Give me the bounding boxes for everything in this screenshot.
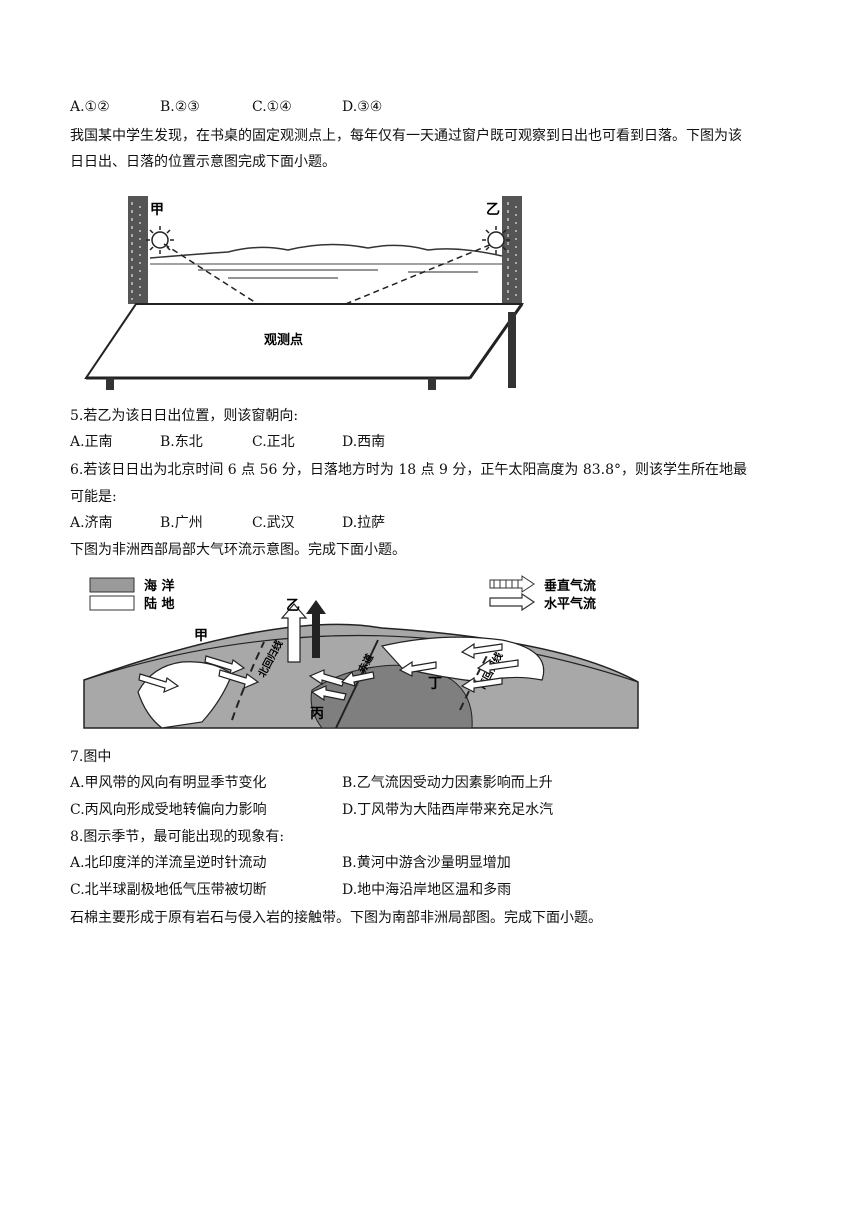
label-observation-point: 观测点: [264, 332, 303, 348]
q6-option-a: A.济南: [70, 515, 113, 531]
q8-options-row-1: A.北印度洋的洋流呈逆时针流动 B.黄河中游含沙量明显增加: [70, 853, 511, 873]
q4-option-b: B.②③: [160, 99, 200, 115]
q4-options: A.①② B.②③ C.①④ D.③④: [70, 97, 382, 117]
q7-options-row-2: C.丙风向形成受地转偏向力影响 D.丁风带为大陆西岸带来充足水汽: [70, 800, 553, 820]
legend-vertical-label: 垂直气流: [544, 578, 596, 594]
q7-stem: 7.图中: [70, 749, 112, 765]
q8-option-b: B.黄河中游含沙量明显增加: [342, 855, 511, 871]
label-yi-airflow: 乙: [286, 598, 300, 614]
legend-land-label: 陆 地: [144, 596, 175, 612]
left-window-frame: [128, 196, 148, 304]
sun-yi-icon: [482, 226, 510, 254]
legend-land-swatch: [89, 595, 135, 611]
q8-option-a: A.北印度洋的洋流呈逆时针流动: [70, 855, 267, 871]
mountain-outline: [149, 243, 503, 259]
q7-option-c: C.丙风向形成受地转偏向力影响: [70, 802, 267, 818]
q6-option-d: D.拉萨: [342, 515, 386, 531]
right-window-frame: [502, 196, 522, 304]
legend-horizontal-label: 水平气流: [544, 596, 596, 612]
q6-option-b: B.广州: [160, 515, 203, 531]
q8-option-c: C.北半球副极地低气压带被切断: [70, 882, 267, 898]
label-jia-wind-belt: 甲: [194, 628, 208, 644]
q7-option-b: B.乙气流因受动力因素影响而上升: [342, 775, 553, 791]
q8-options-row-2: C.北半球副极地低气压带被切断 D.地中海沿岸地区温和多雨: [70, 880, 511, 900]
q7-option-d: D.丁风带为大陆西岸带来充足水汽: [342, 802, 554, 818]
q5-option-a: A.正南: [70, 434, 113, 450]
q5-option-c: C.正北: [252, 434, 295, 450]
q7-option-a: A.甲风带的风向有明显季节变化: [70, 775, 267, 791]
rising-air-arrows: [280, 600, 326, 663]
sun-jia-icon: [146, 226, 174, 254]
q7-options-row-1: A.甲风带的风向有明显季节变化 B.乙气流因受动力因素影响而上升: [70, 773, 553, 793]
intro-paragraph-1-line-2: 日日出、日落的位置示意图完成下面小题。: [70, 154, 336, 170]
q6-options: A.济南 B.广州 C.武汉 D.拉萨: [70, 513, 385, 533]
legend-ocean-label: 海 洋: [144, 578, 175, 594]
label-ding: 丁: [428, 676, 442, 692]
legend-ocean-swatch: [89, 577, 135, 593]
intro-paragraph-3: 石棉主要形成于原有岩石与侵入岩的接触带。下图为南部非洲局部图。完成下面小题。: [70, 910, 602, 926]
q4-option-d: D.③④: [342, 99, 383, 115]
q8-option-d: D.地中海沿岸地区温和多雨: [342, 882, 512, 898]
q6-stem-line-1: 6.若该日日出为北京时间 6 点 56 分，日落地方时为 18 点 9 分，正午…: [70, 462, 748, 478]
sunrise-sunset-figure: 甲 乙 观测点: [78, 192, 538, 392]
intro-paragraph-1-line-1: 我国某中学生发现，在书桌的固定观测点上，每年仅有一天通过窗户既可观察到日出也可看…: [70, 128, 742, 144]
atmospheric-circulation-figure: 海 洋 陆 地 垂直气流 水平气流 北回归线 赤道 南回归线 乙: [82, 570, 642, 732]
q5-option-d: D.西南: [342, 434, 386, 450]
horizontal-airflow-arrows: [138, 642, 519, 702]
q6-option-c: C.武汉: [252, 515, 295, 531]
q4-option-a: A.①②: [70, 99, 110, 115]
label-yi: 乙: [486, 202, 500, 218]
equator-line: [335, 639, 379, 729]
label-bing: 丙: [310, 706, 324, 722]
q8-stem: 8.图示季节，最可能出现的现象有:: [70, 829, 285, 845]
label-jia: 甲: [150, 202, 164, 218]
q4-option-c: C.①④: [252, 99, 292, 115]
q5-stem: 5.若乙为该日日出位置，则该窗朝向:: [70, 408, 299, 424]
q5-option-b: B.东北: [160, 434, 203, 450]
q6-stem-line-2: 可能是:: [70, 489, 117, 505]
legend-horizontal-arrow: [489, 592, 536, 612]
intro-paragraph-2: 下图为非洲西部局部大气环流示意图。完成下面小题。: [70, 542, 406, 558]
q5-options: A.正南 B.东北 C.正北 D.西南: [70, 432, 385, 452]
desk: [84, 303, 524, 379]
